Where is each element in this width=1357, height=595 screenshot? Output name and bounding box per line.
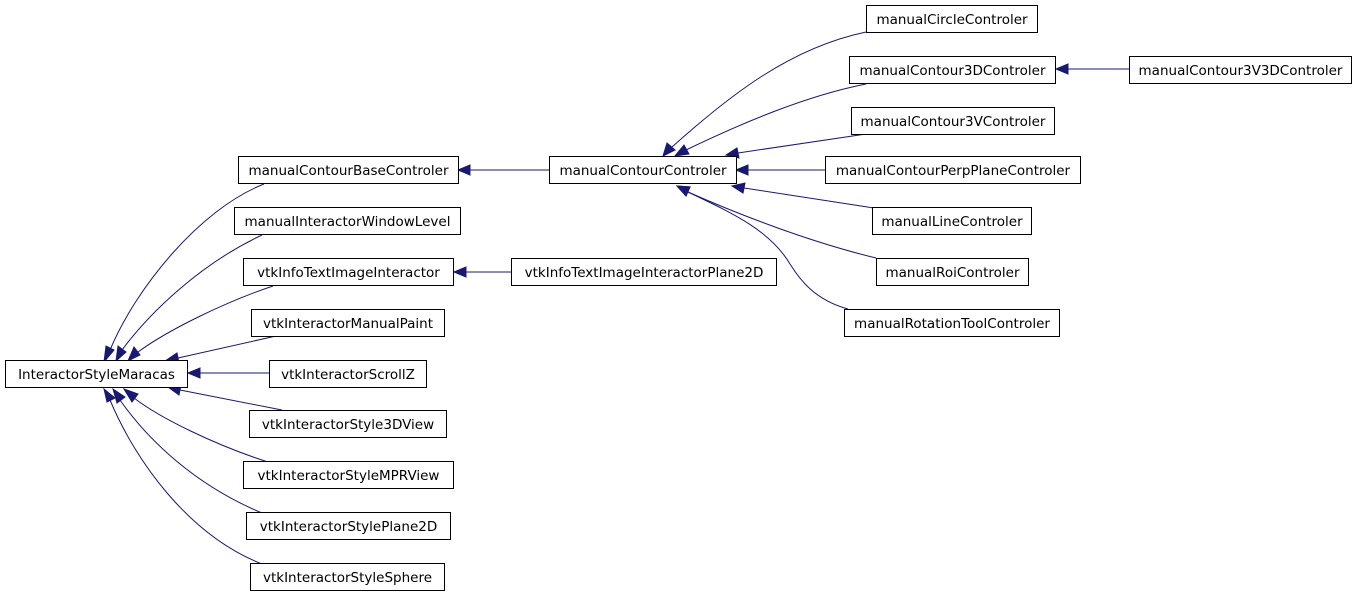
node-vtkInteractorStyleMPRView[interactable]: vtkInteractorStyleMPRView <box>243 461 454 489</box>
edge-manualRotationToolControler-to-manualContourControler <box>687 191 849 310</box>
arrowhead <box>122 388 139 403</box>
node-label: vtkInteractorStylePlane2D <box>260 519 438 535</box>
edge-manualCircleControler-to-manualContourControler <box>671 31 867 148</box>
node-manualCircleControler[interactable]: manualCircleControler <box>866 5 1038 33</box>
node-manualContour3VControler[interactable]: manualContour3VControler <box>851 107 1055 135</box>
node-label: manualInteractorWindowLevel <box>245 214 451 230</box>
node-manualContourControler[interactable]: manualContourControler <box>549 156 737 184</box>
class-nodes: InteractorStyleMaracas manualContourBase… <box>5 5 1352 591</box>
edge-manualContour3DControler-to-manualContourControler <box>685 83 867 151</box>
edge-manualLineControler-to-manualContourControler <box>743 187 875 209</box>
node-label: manualContourBaseControler <box>249 163 449 179</box>
node-label: vtkInteractorScrollZ <box>281 367 415 383</box>
node-label: manualContourPerpPlaneControler <box>836 163 1071 179</box>
edge-vtkInteractorManualPaint-to-interactorStyleMaracas <box>177 335 277 359</box>
node-vtkInteractorManualPaint[interactable]: vtkInteractorManualPaint <box>251 309 445 337</box>
edge-manualContourBaseControler-to-interactorStyleMaracas <box>109 183 265 351</box>
node-label: manualLineControler <box>881 214 1023 230</box>
arrowhead <box>103 345 115 364</box>
node-vtkInfoTextImageInteractorPlane2D[interactable]: vtkInfoTextImageInteractorPlane2D <box>511 258 777 286</box>
node-manualContourBaseControler[interactable]: manualContourBaseControler <box>238 156 459 184</box>
node-manualInteractorWindowLevel[interactable]: manualInteractorWindowLevel <box>234 207 461 235</box>
arrowhead <box>115 345 127 363</box>
edge-vtkInteractorStyleMPRView-to-interactorStyleMaracas <box>133 397 269 463</box>
node-label: vtkInteractorStyle3DView <box>262 417 434 433</box>
node-label: vtkInteractorStyleMPRView <box>258 468 440 484</box>
node-label: manualRotationToolControler <box>854 316 1050 332</box>
edge-manualContour3VControler-to-manualContourControler <box>737 133 867 154</box>
edge-vtkInfoTextImageInteractor-to-interactorStyleMaracas <box>137 285 274 353</box>
node-vtkInteractorStyleSphere[interactable]: vtkInteractorStyleSphere <box>250 563 445 591</box>
arrowhead <box>730 182 746 194</box>
arrowhead <box>186 367 201 379</box>
node-label: vtkInfoTextImageInteractorPlane2D <box>525 265 764 281</box>
node-vtkInteractorScrollZ[interactable]: vtkInteractorScrollZ <box>269 360 427 388</box>
node-manualLineControler[interactable]: manualLineControler <box>872 207 1032 235</box>
arrowhead <box>675 185 691 197</box>
node-label: InteractorStyleMaracas <box>18 367 175 383</box>
node-vtkInteractorStylePlane2D[interactable]: vtkInteractorStylePlane2D <box>246 512 451 540</box>
node-label: manualRoiControler <box>886 265 1020 281</box>
node-manualRoiControler[interactable]: manualRoiControler <box>876 258 1029 286</box>
node-manualContour3V3DControler[interactable]: manualContour3V3DControler <box>1129 56 1352 84</box>
node-interactorStyleMaracas[interactable]: InteractorStyleMaracas <box>5 360 188 388</box>
node-label: vtkInfoTextImageInteractor <box>257 265 440 281</box>
node-label: manualContour3DControler <box>859 63 1046 79</box>
node-vtkInfoTextImageInteractor[interactable]: vtkInfoTextImageInteractor <box>243 258 454 286</box>
arrowhead <box>452 266 467 278</box>
edge-vtkInteractorStyleSphere-to-interactorStyleMaracas <box>109 399 263 565</box>
arrowhead <box>127 346 141 363</box>
edge-manualRoiControler-to-manualContourControler <box>687 191 877 259</box>
node-manualContour3DControler[interactable]: manualContour3DControler <box>849 56 1056 84</box>
edge-manualInteractorWindowLevel-to-interactorStyleMaracas <box>121 234 263 351</box>
arrowhead <box>1054 63 1069 75</box>
node-label: manualContour3V3DControler <box>1139 63 1343 79</box>
node-manualRotationToolControler[interactable]: manualRotationToolControler <box>844 309 1060 337</box>
edge-vtkInteractorStyle3DView-to-interactorStyleMaracas <box>179 389 283 411</box>
arrowhead <box>662 142 676 157</box>
node-label: manualCircleControler <box>876 12 1028 28</box>
node-manualContourPerpPlaneControler[interactable]: manualContourPerpPlaneControler <box>825 156 1081 184</box>
arrowhead <box>734 164 749 176</box>
arrowhead <box>112 387 126 404</box>
node-label: vtkInteractorStyleSphere <box>263 570 432 586</box>
arrowhead <box>103 387 116 403</box>
edge-vtkInteractorStylePlane2D-to-interactorStyleMaracas <box>119 399 263 514</box>
node-vtkInteractorStyle3DView[interactable]: vtkInteractorStyle3DView <box>249 410 447 438</box>
node-label: manualContourControler <box>559 163 727 179</box>
arrowhead <box>673 144 690 157</box>
node-label: manualContour3VControler <box>861 114 1046 130</box>
node-label: vtkInteractorManualPaint <box>263 316 433 332</box>
arrowhead <box>456 164 471 176</box>
